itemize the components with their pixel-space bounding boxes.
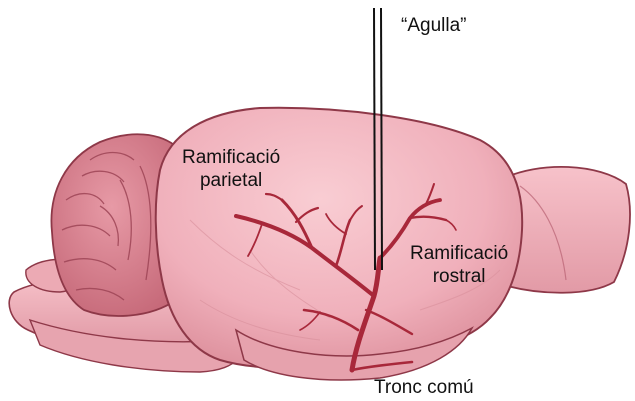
rostral-label-line-1: Ramificació	[410, 242, 508, 265]
parietal-label-line-1: Ramificació	[182, 146, 280, 169]
needle-label: “Agulla”	[401, 14, 466, 37]
common-trunk-label: Tronc comú	[374, 376, 474, 399]
needle-label-text: “Agulla”	[401, 14, 466, 37]
rostral-branch-label: Ramificació rostral	[410, 242, 508, 288]
trunk-label-text: Tronc comú	[374, 376, 474, 399]
parietal-branch-label: Ramificació parietal	[182, 146, 280, 192]
rostral-label-line-2: rostral	[410, 265, 508, 288]
parietal-label-line-2: parietal	[182, 169, 280, 192]
